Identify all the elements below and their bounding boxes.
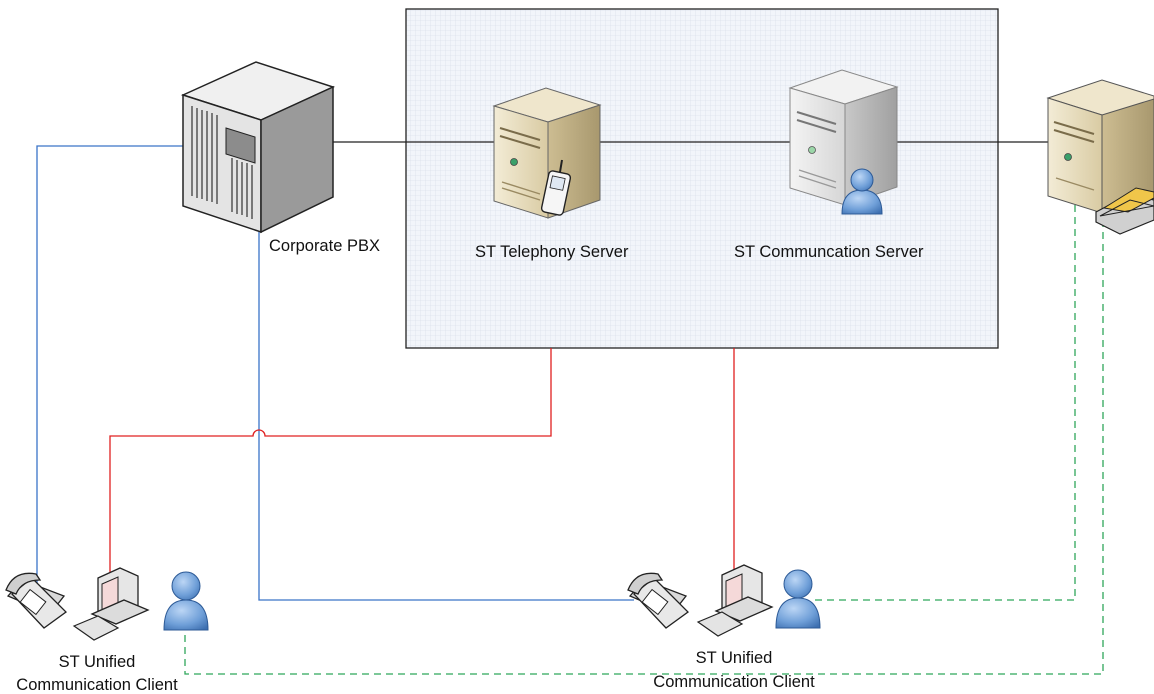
- right-server-client-links: [184, 205, 1104, 675]
- desk-phone-icon: [627, 572, 689, 629]
- telephony-label: ST Telephony Server: [475, 243, 629, 261]
- client-right: [627, 564, 821, 637]
- communication-label: ST Communcation Server: [734, 243, 924, 261]
- computer-icon: [72, 567, 150, 641]
- pbx-cabinet-icon: [180, 61, 336, 234]
- server-with-user-icon: [788, 69, 899, 215]
- server-with-phone-icon: [492, 87, 602, 219]
- client-left-label-line1: ST Unified: [59, 653, 136, 671]
- client-left-label-line2: Communication Client: [16, 676, 178, 694]
- server-client-links: [109, 348, 735, 603]
- pbx-label: Corporate PBX: [269, 237, 380, 255]
- desk-phone-icon: [5, 572, 67, 629]
- user-icon: [775, 569, 821, 629]
- client-right-label-line1: ST Unified: [696, 649, 773, 667]
- server-with-printer-icon: [1046, 79, 1154, 235]
- user-icon: [163, 571, 209, 631]
- client-right-label-line2: Communication Client: [653, 673, 815, 691]
- client-left: [5, 567, 209, 641]
- pbx-phone-links: [36, 145, 634, 601]
- computer-icon: [696, 564, 774, 637]
